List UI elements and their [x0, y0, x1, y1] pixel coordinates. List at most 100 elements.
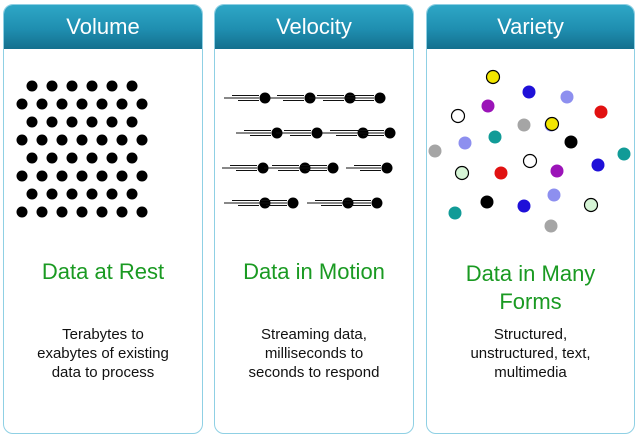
velocity-motion-dot — [336, 197, 383, 209]
volume-dot — [136, 206, 148, 218]
variety-headline-line-1: Data in Many — [465, 261, 596, 286]
volume-dot — [56, 206, 68, 218]
velocity-card: Velocity Data in Motion Streaming data, … — [214, 4, 414, 434]
volume-dot — [26, 116, 38, 128]
volume-description: Terabytes to exabytes of existing data t… — [4, 325, 202, 382]
volume-dot — [66, 80, 78, 92]
variety-dot — [488, 130, 502, 144]
volume-dot — [126, 188, 138, 200]
volume-dot — [26, 152, 38, 164]
volume-dot — [116, 206, 128, 218]
velocity-description: Streaming data, milliseconds to seconds … — [215, 325, 413, 382]
volume-dot — [136, 134, 148, 146]
velocity-motion-dot — [269, 92, 316, 104]
volume-dot — [66, 152, 78, 164]
volume-dot — [106, 80, 118, 92]
volume-header: Volume — [4, 5, 202, 49]
volume-dot — [66, 116, 78, 128]
variety-dot — [617, 147, 631, 161]
volume-dot — [106, 116, 118, 128]
variety-dot — [564, 135, 578, 149]
velocity-motion-dot — [222, 162, 269, 174]
volume-dot — [126, 116, 138, 128]
volume-dot — [106, 152, 118, 164]
variety-description-line-3: multimedia — [494, 364, 567, 381]
volume-dot — [76, 98, 88, 110]
volume-dot — [136, 98, 148, 110]
variety-dot — [517, 199, 531, 213]
variety-dot — [544, 116, 560, 132]
velocity-motion-dot — [339, 92, 386, 104]
volume-dot — [16, 206, 28, 218]
volume-headline-line: Data at Rest — [41, 259, 165, 284]
volume-dot — [46, 80, 58, 92]
volume-dot — [76, 134, 88, 146]
volume-dot — [116, 170, 128, 182]
volume-dot — [16, 98, 28, 110]
velocity-description-line-2: milliseconds to — [264, 345, 364, 362]
volume-dot — [46, 152, 58, 164]
velocity-description-line-3: seconds to respond — [248, 364, 380, 381]
volume-headline: Data at Rest — [4, 258, 202, 286]
velocity-motion-dot — [346, 162, 393, 174]
velocity-motion-dot — [224, 92, 271, 104]
volume-dot — [36, 206, 48, 218]
volume-dot — [116, 98, 128, 110]
variety-dot — [454, 165, 470, 181]
velocity-dot — [374, 92, 386, 104]
velocity-dot — [381, 162, 393, 174]
variety-dot — [583, 197, 599, 213]
velocity-dot — [371, 197, 383, 209]
volume-dot — [86, 188, 98, 200]
volume-description-line-2: exabytes of existing — [37, 345, 169, 362]
volume-card: Volume Data at Rest Terabytes to exabyte… — [3, 4, 203, 434]
velocity-motion-dot — [236, 127, 283, 139]
velocity-dot — [257, 162, 269, 174]
variety-description: Structured, unstructured, text, multimed… — [427, 325, 634, 382]
variety-dot — [591, 158, 605, 172]
variety-dot — [448, 206, 462, 220]
variety-description-line-1: Structured, — [493, 326, 568, 343]
velocity-header: Velocity — [215, 5, 413, 49]
variety-dot — [450, 108, 466, 124]
velocity-headline-line: Data in Motion — [243, 259, 385, 284]
velocity-headline: Data in Motion — [215, 258, 413, 286]
variety-dot — [522, 85, 536, 99]
volume-dot — [86, 80, 98, 92]
volume-dot-grid — [16, 80, 148, 218]
volume-description-line-3: data to process — [51, 364, 155, 381]
variety-dot — [480, 195, 494, 209]
velocity-motion-dots — [222, 92, 396, 209]
volume-dot — [56, 134, 68, 146]
variety-dot — [560, 90, 574, 104]
volume-dot — [36, 134, 48, 146]
volume-dot — [76, 206, 88, 218]
variety-headline-line-2: Forms — [499, 289, 562, 314]
volume-dot — [96, 206, 108, 218]
volume-dot — [56, 98, 68, 110]
variety-dot — [428, 144, 442, 158]
volume-dot — [66, 188, 78, 200]
velocity-dot — [327, 162, 339, 174]
variety-dot — [550, 164, 564, 178]
volume-dot — [106, 188, 118, 200]
velocity-dot — [384, 127, 396, 139]
variety-dot — [522, 153, 538, 169]
velocity-dot — [259, 92, 271, 104]
variety-dot — [547, 188, 561, 202]
variety-dot — [485, 69, 501, 85]
volume-dot — [136, 170, 148, 182]
variety-dot — [517, 118, 531, 132]
volume-dot — [16, 170, 28, 182]
variety-dot — [544, 219, 558, 233]
volume-dot — [96, 98, 108, 110]
variety-colored-dots — [428, 69, 631, 233]
volume-dot — [126, 80, 138, 92]
velocity-dot — [287, 197, 299, 209]
volume-dot — [86, 152, 98, 164]
volume-dot — [96, 134, 108, 146]
velocity-motion-dot — [349, 127, 396, 139]
volume-dot — [46, 188, 58, 200]
variety-card: Variety Data in Many Forms Structured, u… — [426, 4, 635, 434]
volume-description-line-1: Terabytes to — [62, 326, 144, 343]
